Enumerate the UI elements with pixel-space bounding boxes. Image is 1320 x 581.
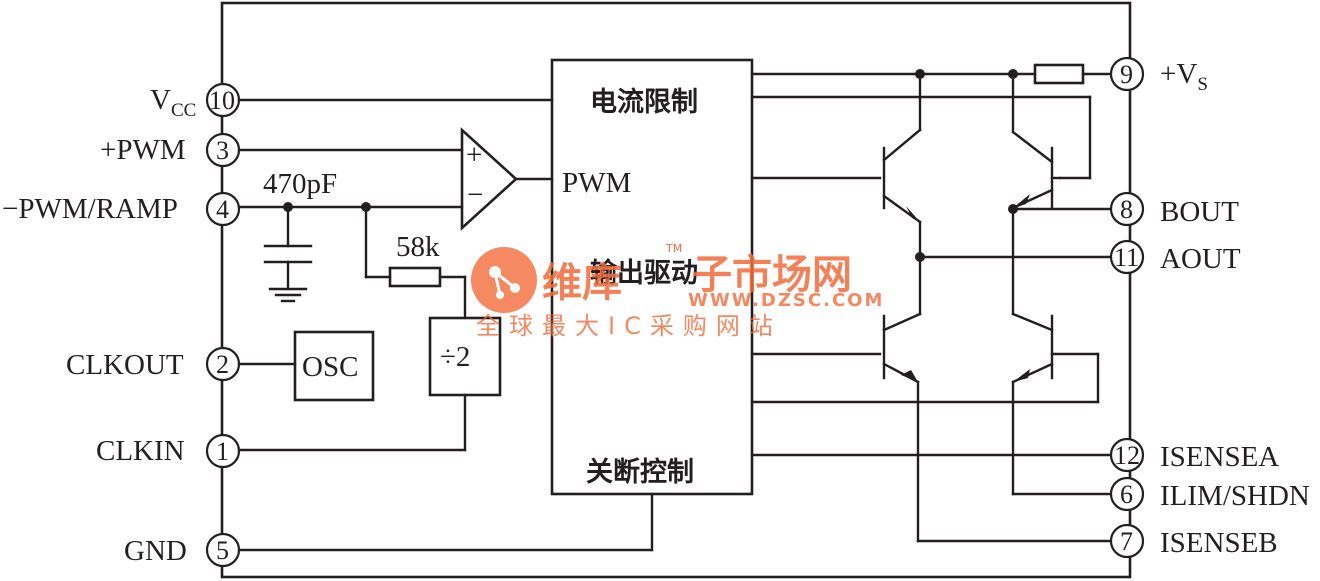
- watermark-site-name: 子市场网: [692, 252, 852, 298]
- oscillator-block: [293, 330, 375, 402]
- pin-5-number: 5: [216, 536, 229, 565]
- pin-2-label: CLKOUT: [66, 349, 184, 381]
- pin-3-label: +PWM: [100, 134, 186, 166]
- package-outline: [220, 1, 1132, 579]
- resistor-58k: [388, 266, 442, 288]
- pin-4-circle: [205, 191, 241, 227]
- watermark-slogan: 全球最大IC采购网站: [476, 312, 782, 340]
- pin-11-circle: [1109, 239, 1145, 275]
- pin-8-label: BOUT: [1160, 196, 1239, 228]
- pin-1-label: CLKIN: [96, 435, 185, 467]
- oscillator-label: OSC: [302, 351, 358, 383]
- pin-7-circle: [1109, 523, 1145, 559]
- pin-9-number: 9: [1120, 60, 1133, 89]
- watermark-url: WWW.DZSC.COM: [688, 290, 884, 311]
- comparator-plus: +: [466, 139, 482, 171]
- watermark-brand: 维库: [542, 260, 622, 306]
- current-limit-label: 电流限制: [590, 87, 698, 118]
- pin-3-number: 3: [216, 136, 229, 165]
- pin-11-number: 11: [1114, 243, 1139, 272]
- pin-5-label: GND: [124, 535, 187, 567]
- pin-7-number: 7: [1120, 527, 1133, 556]
- pin-11-label: AOUT: [1160, 243, 1241, 275]
- output-drive-label: 输出驱动: [590, 257, 698, 289]
- pin-8-number: 8: [1120, 195, 1133, 224]
- comparator: [460, 127, 518, 231]
- pin-2-number: 2: [216, 350, 229, 379]
- capacitor-label: 470pF: [263, 168, 337, 200]
- pin-4-number: 4: [216, 195, 229, 224]
- resistor-label: 58k: [396, 231, 440, 263]
- pin-7-label: ISENSEB: [1160, 527, 1278, 559]
- watermark-tm: TM: [665, 242, 682, 255]
- divider-label: ÷2: [440, 341, 470, 373]
- pin-1-number: 1: [216, 437, 229, 466]
- pin-4-label: −PWM/RAMP: [2, 193, 178, 225]
- comparator-minus: −: [467, 179, 483, 211]
- pin-12-label: ISENSEA: [1160, 441, 1279, 473]
- pin-8-circle: [1109, 191, 1145, 227]
- shutdown-control-label: 关断控制: [586, 457, 694, 488]
- pin-6-circle: [1109, 476, 1145, 512]
- pin-9-circle: [1109, 56, 1145, 92]
- pin-9-label: +VS: [1160, 58, 1208, 95]
- pin-12-circle: [1109, 437, 1145, 473]
- pin-10-number: 10: [209, 86, 235, 115]
- pin-12-number: 12: [1114, 441, 1140, 470]
- pin-6-number: 6: [1120, 480, 1133, 509]
- sense-resistor: [1033, 63, 1085, 85]
- pwm-input-label: PWM: [562, 167, 631, 199]
- pin-6-label: ILIM/SHDN: [1160, 480, 1310, 512]
- pin-10-label: VCC: [150, 84, 196, 121]
- watermark: 维库 TM 子市场网 WWW.DZSC.COM 全球最大IC采购网站: [471, 242, 884, 340]
